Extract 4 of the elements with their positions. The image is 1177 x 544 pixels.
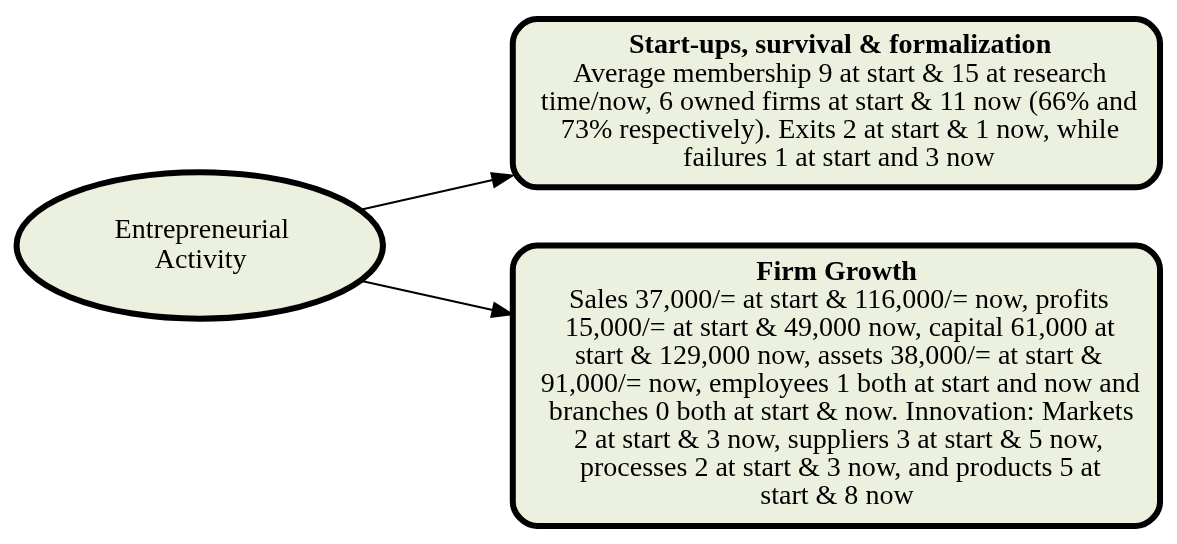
- node-box: Firm Growth Sales 37,000/= at start & 116,000/= now, profits 15,000/= at start & 49,000 now, capital 61,000 at start & 129,000 now, assets 38,000/= at start & 91,000/= now, employees 1 both at start and now and branches 0 both at start & now. Innovation: Markets 2 at start & 3 now, suppliers 3 at start & 5 now, processes 2 at start & 3 now, and products 5 at start & 8 now: [509, 241, 1164, 529]
- arrow: [359, 171, 516, 211]
- node-ellipse: Entrepreneurial Activity: [13, 168, 386, 322]
- node-box: Start-ups, survival & formalization Average membership 9 at start & 15 at research time/now, 6 owned firms at start & 11 now (66% and 73% respectively). Exits 2 at start & 1 now, while failures 1 at start and 3 now: [509, 15, 1164, 190]
